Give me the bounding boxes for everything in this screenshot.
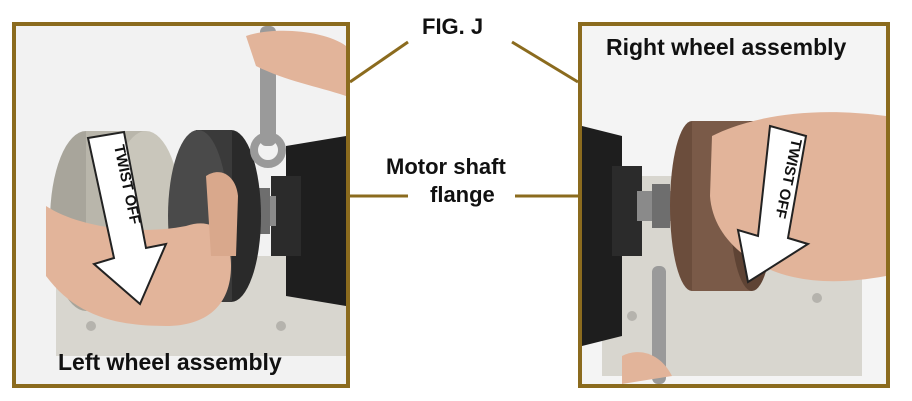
left-panel-title: Left wheel assembly — [58, 349, 282, 375]
shaft-flange — [652, 184, 670, 228]
fig-leader-right — [511, 40, 579, 84]
flange-callout-line1: Motor shaft — [386, 154, 506, 179]
wrench — [652, 266, 666, 384]
hand-top — [246, 30, 346, 96]
left-wheel-photo-panel: TWIST OFF Left wheel assembly — [12, 22, 350, 388]
left-wheel-photo: TWIST OFF — [16, 26, 346, 384]
figure-label: FIG. J — [422, 14, 484, 39]
flange-callout-line2: flange — [430, 182, 495, 207]
right-wheel-photo-panel: TWIST OFF Right wheel assembly — [578, 22, 890, 388]
right-wheel-photo: TWIST OFF — [582, 26, 886, 384]
right-panel-title: Right wheel assembly — [606, 34, 847, 60]
hand-bottom — [622, 352, 672, 384]
fig-leader-left — [349, 40, 409, 84]
